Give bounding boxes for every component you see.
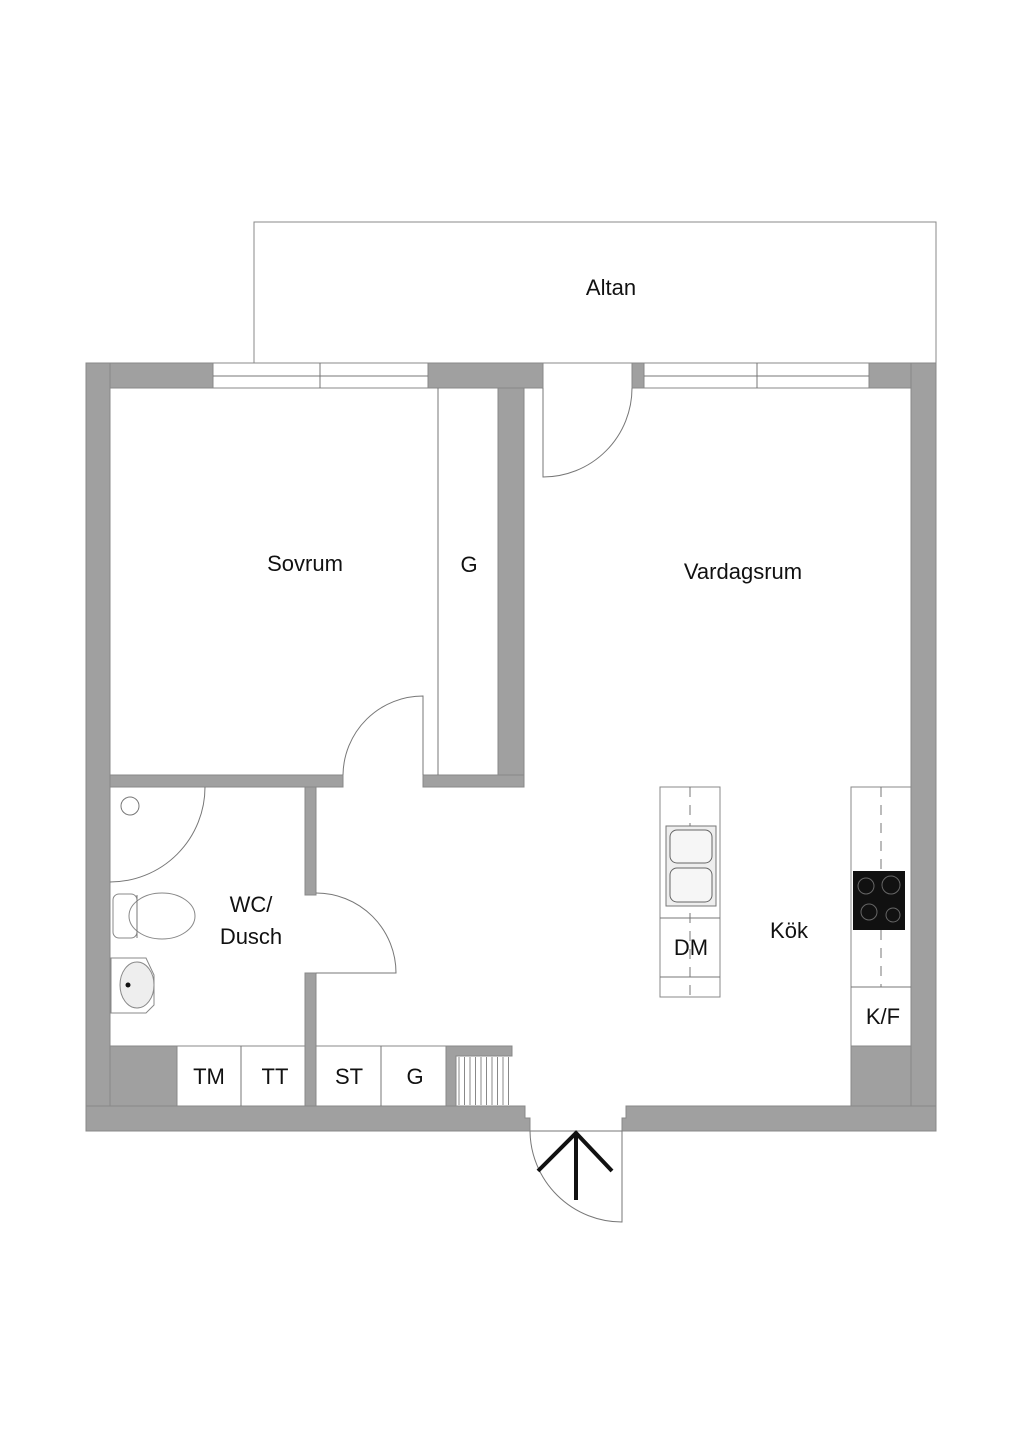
label-wc: WC/ [230, 892, 274, 917]
label-fridge-freezer: K/F [866, 1004, 900, 1029]
bathroom-cabinets [176, 1045, 447, 1107]
balcony-door[interactable] [542, 387, 633, 478]
radiator-grille [458, 1057, 509, 1105]
washbasin-icon [110, 957, 155, 1014]
window-living-room [643, 362, 870, 389]
window-bedroom [212, 362, 429, 389]
label-bedroom-wardrobe: G [460, 552, 477, 577]
label-vardagsrum: Vardagsrum [684, 559, 802, 584]
bedroom-door[interactable] [342, 695, 424, 776]
toilet-icon [112, 892, 196, 940]
label-cleaning-closet: ST [335, 1064, 363, 1089]
shower-drain-icon [120, 796, 140, 816]
label-dusch: Dusch [220, 924, 282, 949]
entrance-door[interactable] [529, 1130, 623, 1223]
sink-icon [665, 825, 717, 907]
label-altan: Altan [586, 275, 636, 300]
walls [85, 362, 937, 1132]
entrance-arrow-icon [536, 1130, 614, 1200]
label-hall-wardrobe: G [406, 1064, 423, 1089]
label-sovrum: Sovrum [267, 551, 343, 576]
label-dishwasher: DM [674, 935, 708, 960]
balcony-area [253, 221, 937, 364]
stove-icon [853, 871, 905, 930]
shower-screen [109, 786, 206, 883]
label-drying-cabinet: TT [262, 1064, 289, 1089]
bathroom-door[interactable] [315, 892, 397, 974]
label-dryer: TM [193, 1064, 225, 1089]
label-kok: Kök [770, 918, 809, 943]
